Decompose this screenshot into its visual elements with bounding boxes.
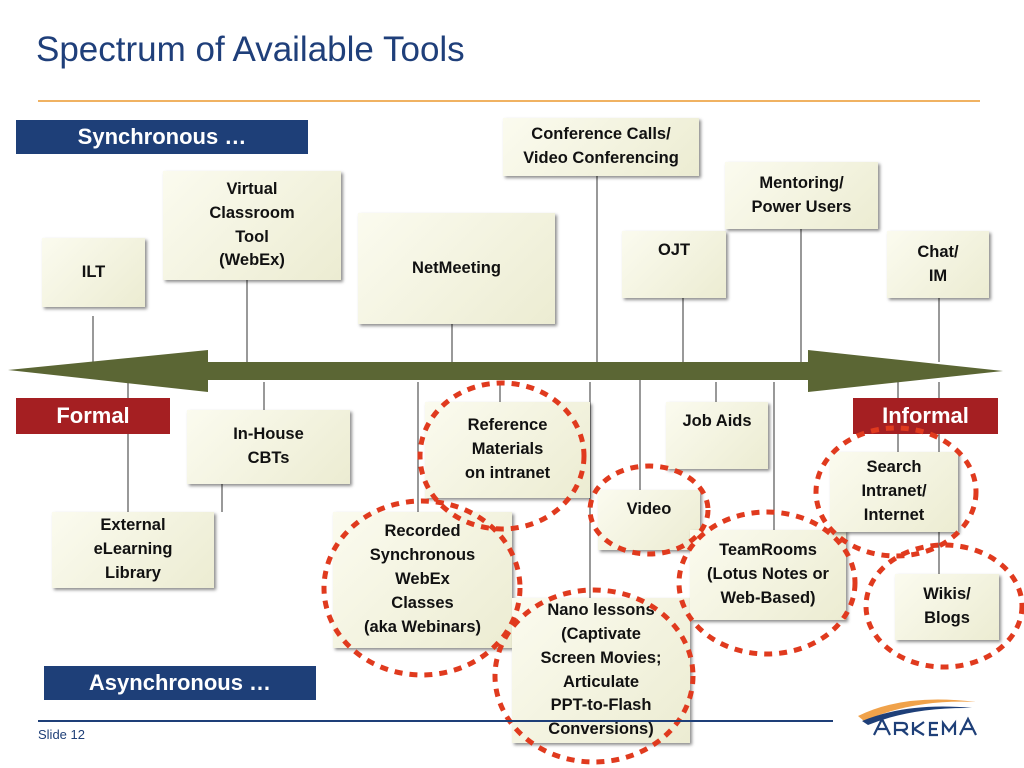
double-headed-arrow bbox=[8, 350, 1003, 392]
tool-ojt: OJT bbox=[622, 231, 726, 298]
synchronous-band: Synchronous … bbox=[16, 120, 308, 154]
tool-search-intranet: Search Intranet/ Internet bbox=[830, 452, 958, 532]
highlight-circle-search bbox=[813, 425, 979, 559]
title-divider bbox=[38, 100, 980, 102]
tool-netmeeting: NetMeeting bbox=[358, 213, 555, 324]
slide-title: Spectrum of Available Tools bbox=[36, 30, 465, 69]
tool-in-house-cbts: In-House CBTs bbox=[187, 410, 350, 484]
slide-number: Slide 12 bbox=[38, 727, 85, 742]
tool-chat-im: Chat/ IM bbox=[887, 231, 989, 298]
highlight-circle-video bbox=[587, 463, 711, 557]
tool-video: Video bbox=[598, 490, 700, 550]
tool-external-elearning: External eLearning Library bbox=[52, 512, 214, 588]
highlight-circle-teamrooms bbox=[676, 509, 858, 657]
arkema-logo bbox=[858, 699, 977, 737]
highlight-circle-reference bbox=[417, 380, 587, 532]
tool-wikis-blogs: Wikis/ Blogs bbox=[895, 574, 999, 640]
tool-reference-materials: Reference Materials on intranet bbox=[425, 402, 590, 498]
tool-job-aids: Job Aids bbox=[666, 402, 768, 469]
tool-conference-calls: Conference Calls/ Video Conferencing bbox=[503, 118, 699, 176]
tool-mentoring: Mentoring/ Power Users bbox=[725, 162, 878, 229]
tool-ilt: ILT bbox=[42, 238, 145, 307]
footer-divider bbox=[38, 720, 833, 722]
formal-label: Formal bbox=[16, 398, 170, 434]
tool-teamrooms: TeamRooms (Lotus Notes or Web-Based) bbox=[690, 530, 846, 620]
tool-recorded-webex: Recorded Synchronous WebEx Classes (aka … bbox=[333, 512, 512, 648]
highlight-circle-wikis bbox=[863, 542, 1024, 670]
highlight-circle-recorded-webex bbox=[321, 498, 523, 678]
tool-virtual-classroom: Virtual Classroom Tool (WebEx) bbox=[163, 171, 341, 280]
connector-lines bbox=[92, 176, 940, 598]
tool-nano-lessons: Nano lessons (Captivate Screen Movies; A… bbox=[512, 598, 690, 743]
highlight-circle-nano bbox=[492, 587, 696, 765]
asynchronous-band: Asynchronous … bbox=[44, 666, 316, 700]
